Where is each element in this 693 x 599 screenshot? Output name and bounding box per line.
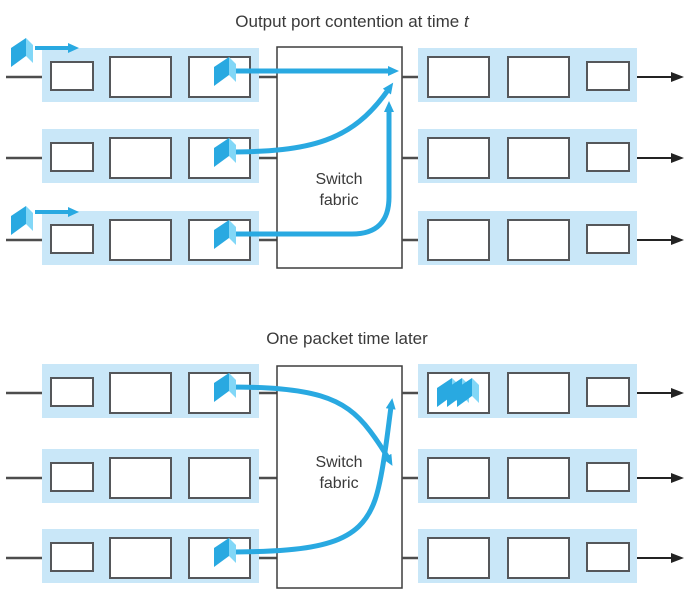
queue-slot-1 [50, 224, 94, 254]
top-output-queue-2 [418, 129, 637, 183]
queue-slot-1 [50, 142, 94, 172]
queue-slot-2 [109, 219, 172, 261]
bottom-input-queue-2 [42, 449, 259, 503]
queue-slot-1 [50, 61, 94, 91]
flow-arrow-input1-to-output2 [225, 384, 393, 466]
queue-slot-2 [109, 372, 172, 414]
bottom-output-queue-3 [418, 529, 637, 583]
packet-icon-arriving-input1 [11, 38, 33, 67]
top-output-queue-1 [418, 48, 637, 102]
bottom-panel-title: One packet time later [266, 329, 428, 348]
queue-slot-2 [507, 537, 570, 579]
queue-slot-2 [109, 56, 172, 98]
queue-slot-3 [586, 377, 630, 407]
switch-fabric-label-line2: fabric [319, 475, 358, 492]
top-panel: Output port contention at time t [6, 12, 684, 269]
bottom-panel: One packet time later [6, 329, 684, 589]
queue-slot-1 [427, 56, 490, 98]
switch-fabric-label-line1: Switch [315, 171, 362, 188]
queue-slot-1 [50, 377, 94, 407]
queue-slot-3 [586, 142, 630, 172]
queue-slot-3 [586, 224, 630, 254]
queue-slot-1 [427, 537, 490, 579]
flow-arrow-input3-to-output1 [225, 398, 396, 555]
top-panel-title: Output port contention at time t [235, 12, 470, 31]
switch-fabric-box [276, 46, 403, 269]
queue-slot-1 [50, 462, 94, 492]
queue-slot-2 [507, 56, 570, 98]
packet-icon-arriving-input3 [11, 206, 33, 235]
flow-arrow-input2-to-output1 [225, 82, 394, 155]
queue-slot-2 [507, 372, 570, 414]
bottom-output-queue-2 [418, 449, 637, 503]
switch-fabric-label-line2: fabric [319, 192, 358, 209]
queue-slot-2 [109, 137, 172, 179]
queue-slot-1 [427, 137, 490, 179]
queue-slot-3 [586, 61, 630, 91]
top-output-queue-3 [418, 211, 637, 265]
switch-fabric-label-line1: Switch [315, 454, 362, 471]
queue-slot-3 [188, 457, 251, 499]
queue-slot-2 [109, 537, 172, 579]
queue-slot-2 [109, 457, 172, 499]
bottom-output-queue-1 [418, 364, 637, 418]
queue-slot-1 [427, 219, 490, 261]
queue-slot-1 [427, 457, 490, 499]
queue-slot-3 [586, 462, 630, 492]
queue-slot-2 [507, 137, 570, 179]
queue-slot-3 [586, 542, 630, 572]
flow-arrow-input3-to-output1 [226, 101, 394, 237]
queue-slot-1 [50, 542, 94, 572]
queue-slot-2 [507, 457, 570, 499]
queue-slot-2 [507, 219, 570, 261]
